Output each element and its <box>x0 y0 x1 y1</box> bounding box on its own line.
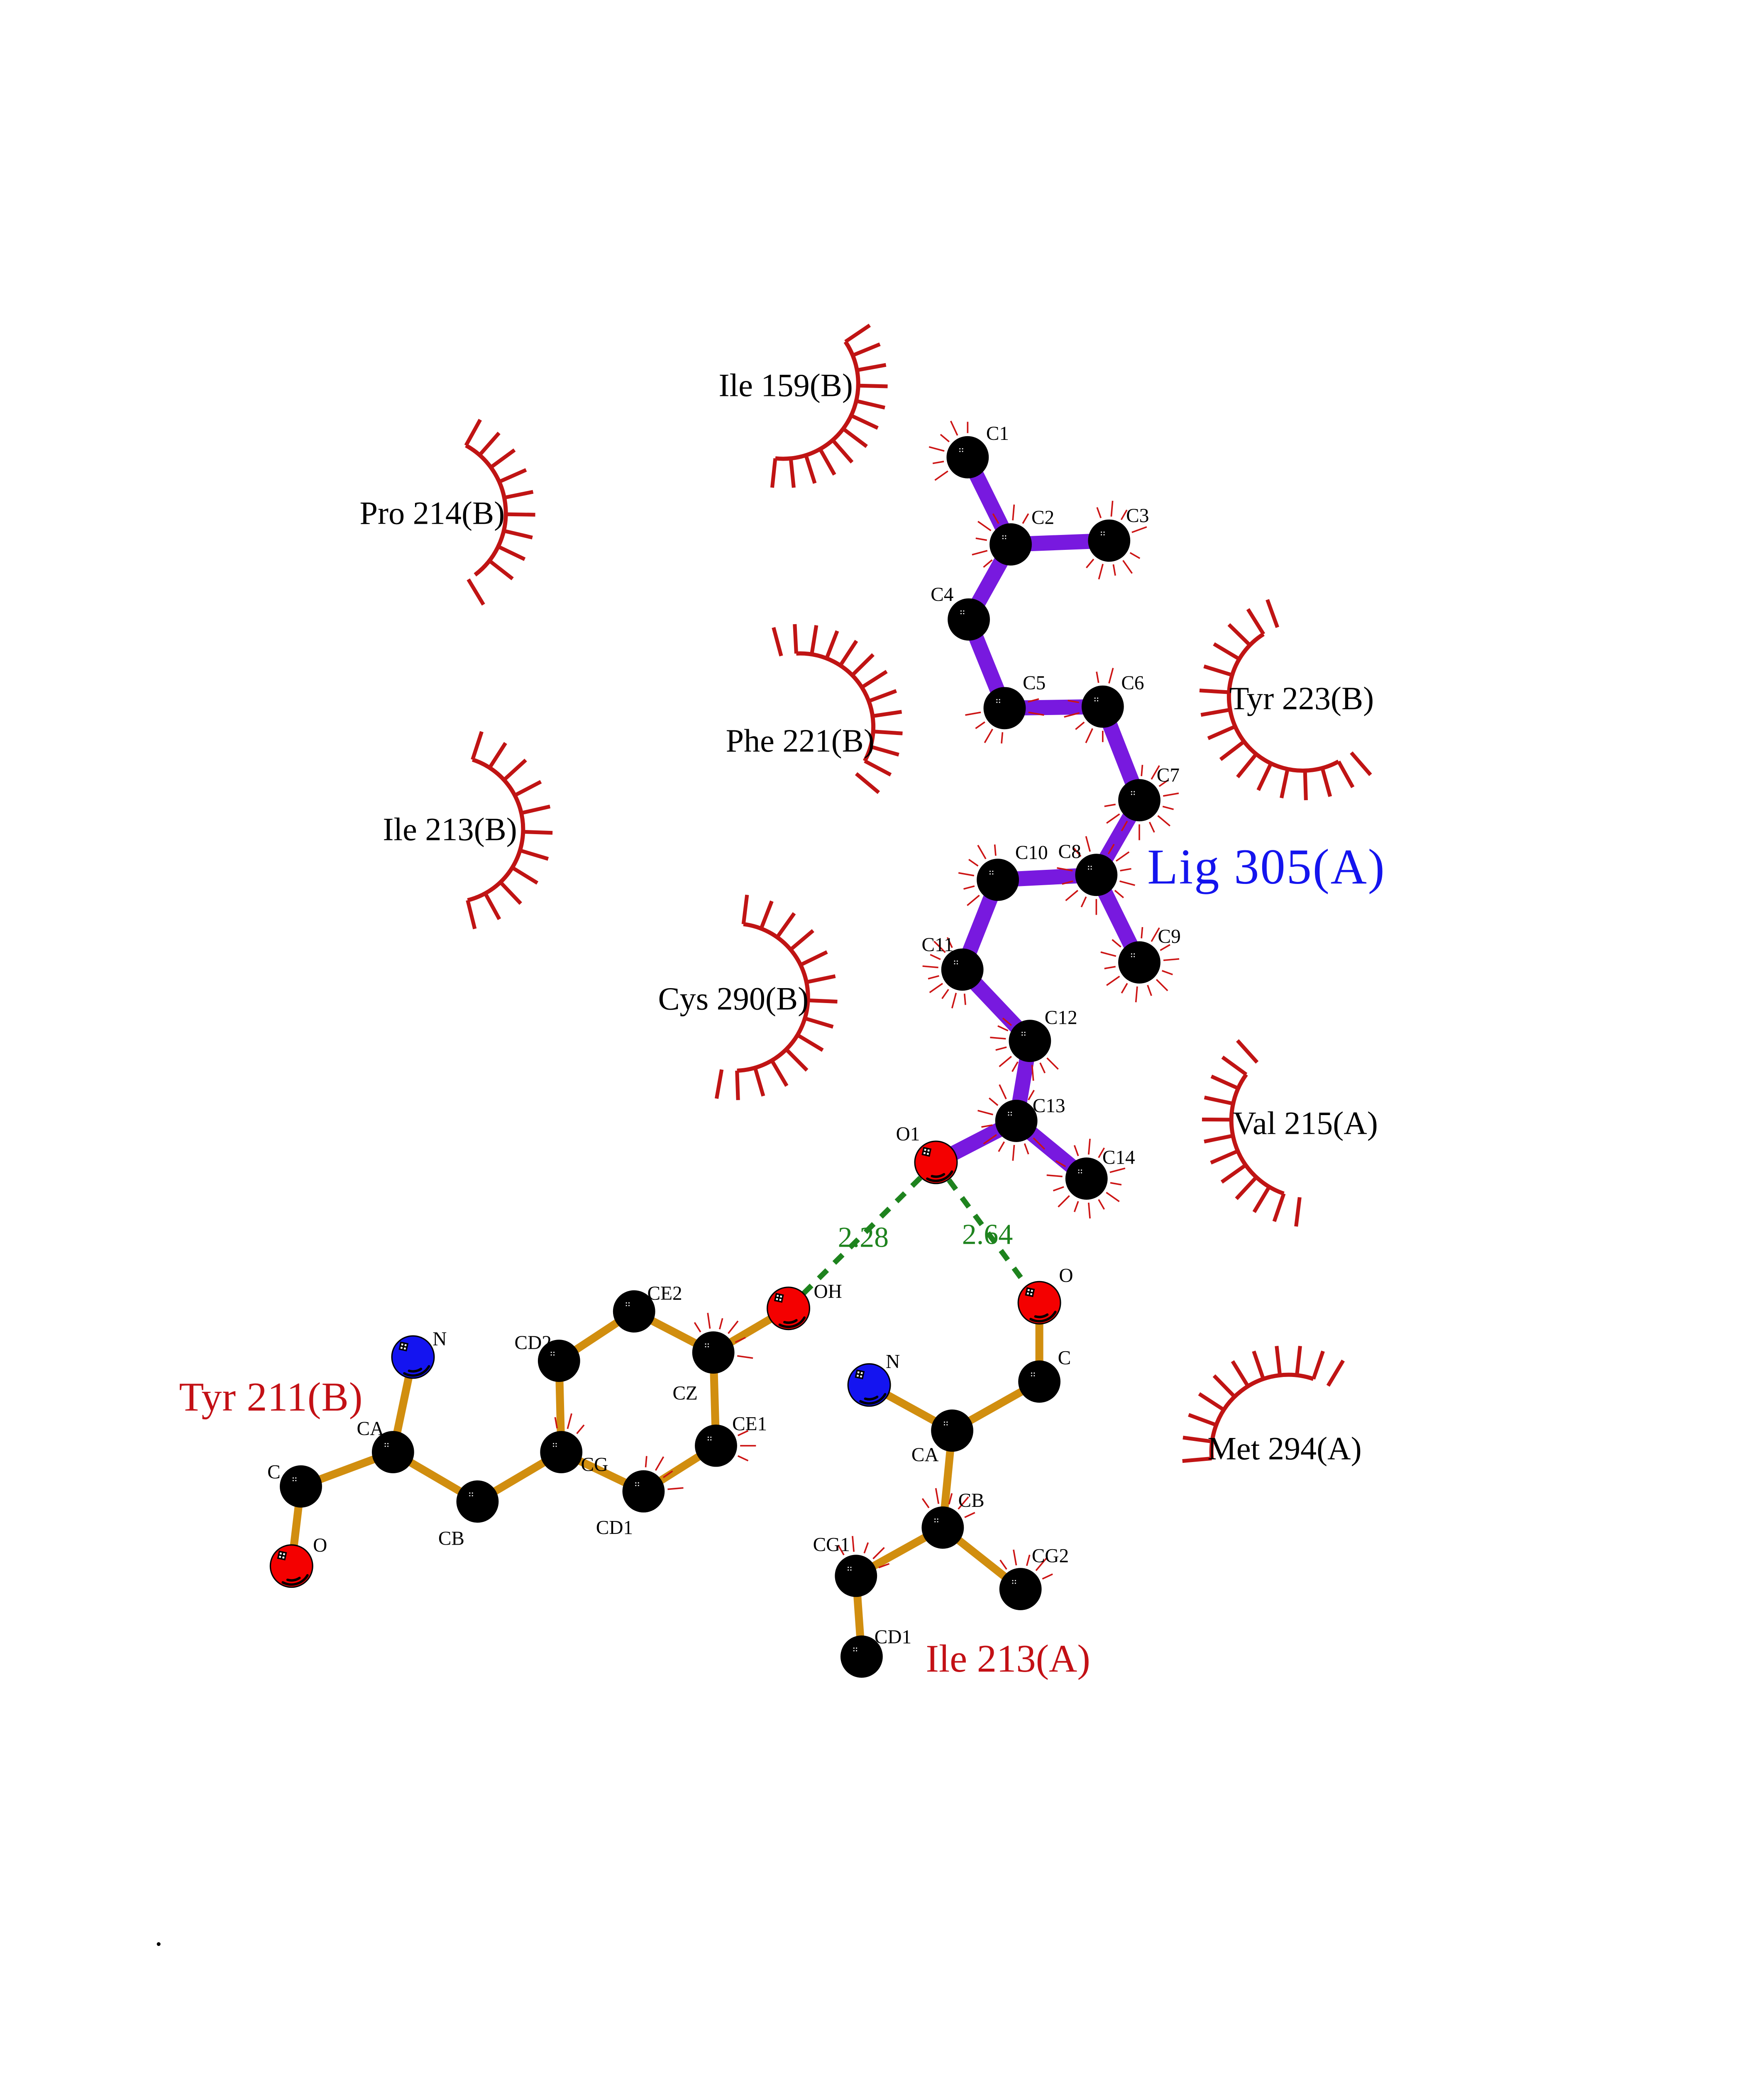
svg-text:Ile 159(B): Ile 159(B) <box>718 367 853 403</box>
svg-text:CD2: CD2 <box>515 1332 552 1354</box>
svg-text:Met 294(A): Met 294(A) <box>1207 1430 1361 1466</box>
svg-text:2.64: 2.64 <box>962 1218 1013 1250</box>
svg-text:Tyr 223(B): Tyr 223(B) <box>1229 680 1374 716</box>
svg-text:C9: C9 <box>1158 926 1181 947</box>
svg-text:C2: C2 <box>1031 507 1054 529</box>
svg-text:CG1: CG1 <box>813 1534 850 1555</box>
svg-text:CA: CA <box>911 1444 939 1466</box>
svg-text:Cys 290(B): Cys 290(B) <box>658 981 809 1017</box>
svg-text:OH: OH <box>814 1281 842 1302</box>
svg-text:CE2: CE2 <box>647 1283 682 1304</box>
svg-text:Ile 213(B): Ile 213(B) <box>383 811 517 847</box>
svg-text:C13: C13 <box>1033 1095 1065 1117</box>
svg-text:N: N <box>886 1351 900 1372</box>
svg-text:Tyr 211(B): Tyr 211(B) <box>179 1375 363 1420</box>
svg-text:C1: C1 <box>986 423 1009 444</box>
svg-text:C: C <box>1058 1347 1071 1369</box>
svg-text:C10: C10 <box>1015 842 1048 864</box>
svg-text:C14: C14 <box>1102 1147 1135 1169</box>
svg-text:Pro 214(B): Pro 214(B) <box>360 495 505 531</box>
svg-text:CA: CA <box>357 1418 384 1440</box>
svg-text:Phe 221(B): Phe 221(B) <box>726 723 875 759</box>
svg-text:CB: CB <box>438 1528 464 1550</box>
svg-text:CE1: CE1 <box>732 1413 767 1435</box>
svg-text:O1: O1 <box>896 1123 920 1145</box>
svg-text:O: O <box>1059 1265 1073 1286</box>
svg-text:C11: C11 <box>921 934 953 956</box>
svg-text:N: N <box>432 1328 447 1350</box>
svg-text:CG: CG <box>581 1454 608 1476</box>
svg-text:C: C <box>267 1462 281 1483</box>
svg-text:C3: C3 <box>1126 505 1149 527</box>
svg-text:CD1: CD1 <box>875 1626 911 1648</box>
svg-text:Ile 213(A): Ile 213(A) <box>926 1637 1090 1680</box>
svg-text:CB: CB <box>958 1490 985 1511</box>
svg-text:C4: C4 <box>931 584 953 605</box>
svg-text:C7: C7 <box>1157 765 1180 786</box>
svg-text:O: O <box>313 1535 327 1556</box>
svg-text:CG2: CG2 <box>1032 1545 1069 1567</box>
svg-text:CD1: CD1 <box>596 1517 633 1538</box>
svg-text:C12: C12 <box>1045 1007 1077 1028</box>
svg-text:Val 215(A): Val 215(A) <box>1233 1105 1378 1141</box>
svg-text:C8: C8 <box>1058 841 1081 862</box>
svg-text:C6: C6 <box>1121 672 1144 694</box>
svg-text:CZ: CZ <box>672 1383 697 1404</box>
svg-text:C5: C5 <box>1023 672 1046 694</box>
svg-text:Lig 305(A): Lig 305(A) <box>1147 839 1386 895</box>
svg-text:2.28: 2.28 <box>838 1222 889 1254</box>
